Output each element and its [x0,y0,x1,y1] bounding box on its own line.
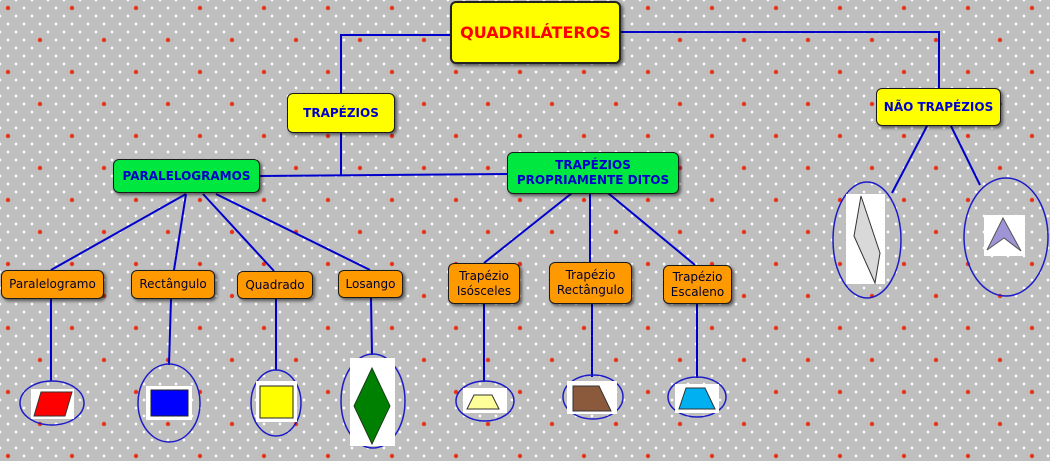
connector-tpd-isosceles [483,192,573,264]
ellipse-losango [340,353,406,449]
ellipse-trap-escaleno [667,376,727,418]
node-trap-escaleno-line2: Escaleno [670,284,725,299]
node-trap-isosceles-line1: Trapézio [459,268,509,283]
connector-par-quadrado [202,193,275,272]
right-trapezoid-icon [572,385,612,412]
connector-root-trapezios [340,34,450,95]
node-losango-label: Losango [345,276,396,291]
node-trapezio-rectangulo[interactable]: Trapézio Rectângulo [549,262,632,304]
node-trap-escaleno-line1: Trapézio [672,269,723,284]
ellipse-trap-isosceles [455,380,515,422]
node-trap-isosceles-line2: Isósceles [456,283,512,298]
connector-nao-trap-shape-2 [950,125,981,186]
node-trap-rectangulo-line2: Rectângulo [556,283,625,297]
connector-par-paralelogramo [50,193,187,271]
node-trapezios-propriamente-ditos[interactable]: TRAPÉZIOS PROPRIAMENTE DITOS [507,152,679,194]
node-trapezio-isosceles[interactable]: Trapézio Isósceles [448,263,520,304]
rhombus-icon [353,366,391,446]
node-nao-trapezios[interactable]: NÃO TRAPÉZIOS [876,88,1001,126]
ellipse-nao-trap-2 [963,177,1049,297]
node-losango[interactable]: Losango [338,270,403,298]
scalene-trapezoid-icon [678,387,716,410]
node-trapezios[interactable]: TRAPÉZIOS [287,93,395,133]
isosceles-trapezoid-icon [466,394,500,410]
root-node-quadrilateros[interactable]: QUADRILÁTEROS [450,1,621,64]
node-trapezio-escaleno[interactable]: Trapézio Escaleno [663,265,732,304]
connector-trapezios-branch [259,173,509,177]
connector-rectangulo-shape [168,298,172,366]
connectors [50,31,981,382]
ellipse-rectangulo [137,363,201,443]
node-trapezios-label: TRAPÉZIOS [303,105,379,120]
connector-par-rectangulo [173,193,187,271]
dart-icon [986,216,1022,252]
node-paralelogramos-label: PARALELOGRAMOS [122,168,251,183]
ellipse-quadrado [250,369,302,437]
node-paralelogramo[interactable]: Paralelogramo [1,270,104,299]
square-icon [259,385,294,419]
connector-losango-shape [370,297,373,356]
node-rectangulo-label: Rectângulo [139,277,207,291]
connector-root-nao-trapezios [621,31,940,90]
ellipse-paralelogramo [19,380,85,426]
node-trap-rectangulo-line1: Trapézio [565,268,616,282]
kite-icon [853,195,881,285]
node-paralelogramo-label: Paralelogramo [9,277,96,291]
rectangle-icon [150,389,189,417]
node-quadrado-label: Quadrado [245,277,305,292]
connector-par-losango [215,193,371,271]
node-quadrado[interactable]: Quadrado [237,271,313,299]
connector-nao-trap-shape-1 [891,125,928,194]
node-rectangulo[interactable]: Rectângulo [131,270,215,299]
node-nao-trapezios-label: NÃO TRAPÉZIOS [883,99,994,114]
node-paralelogramos[interactable]: PARALELOGRAMOS [113,159,260,193]
connector-tpd-escaleno [607,192,696,266]
node-tpd-label-line1: TRAPÉZIOS [555,158,631,172]
ellipse-nao-trap-1 [832,181,902,299]
root-node-label: QUADRILÁTEROS [460,22,611,42]
ellipse-trap-rectangulo [562,374,624,420]
parallelogram-icon [33,391,73,417]
node-tpd-label-line2: PROPRIAMENTE DITOS [516,173,670,187]
